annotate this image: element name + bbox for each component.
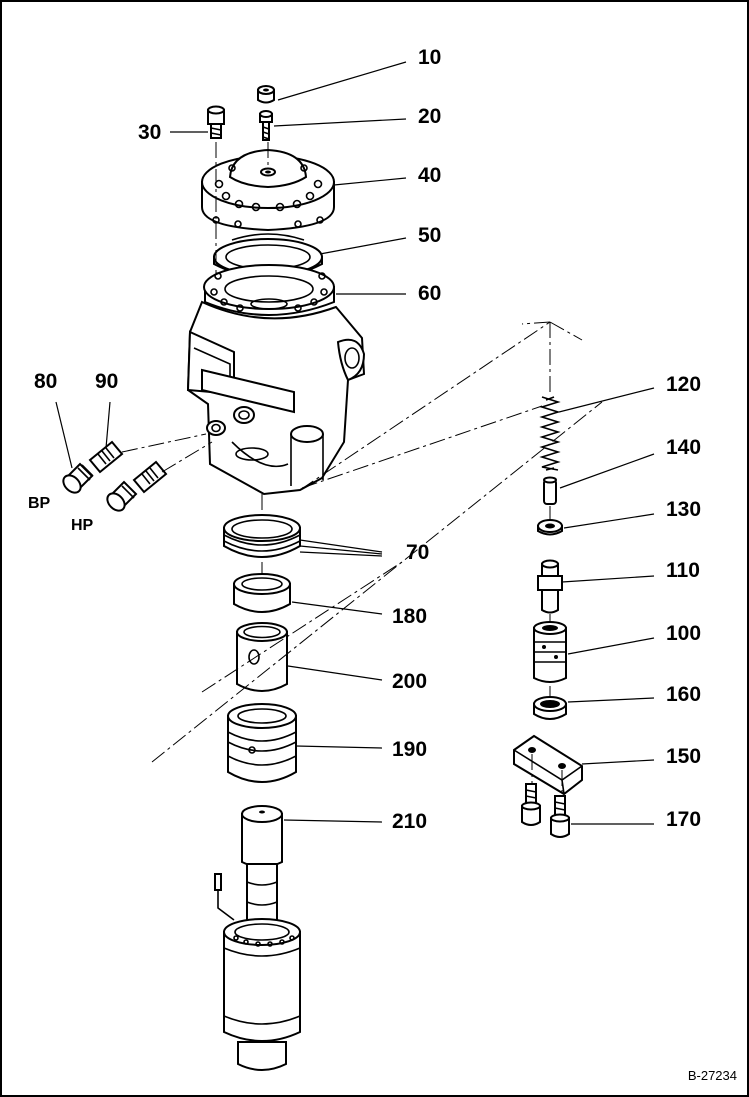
callout-50: 50 bbox=[418, 224, 442, 247]
part-90-fitting-bp bbox=[88, 440, 124, 474]
callout-90: 90 bbox=[95, 370, 119, 393]
callout-140: 140 bbox=[666, 436, 702, 459]
part-80-port-cap-hp bbox=[106, 480, 138, 512]
callout-110: 110 bbox=[666, 559, 700, 582]
part-40-cover-flange bbox=[201, 148, 335, 232]
callout-210: 210 bbox=[392, 810, 428, 833]
part-170-screws bbox=[521, 783, 570, 838]
part-120-spring bbox=[539, 396, 561, 471]
part-30-cap-screw bbox=[207, 105, 225, 139]
callout-10: 10 bbox=[418, 46, 442, 69]
callout-20: 20 bbox=[418, 105, 442, 128]
part-130-washer bbox=[537, 519, 563, 536]
part-200-sleeve bbox=[236, 622, 288, 692]
callout-40: 40 bbox=[418, 164, 442, 187]
callout-170: 170 bbox=[666, 808, 702, 831]
callout-80: 80 bbox=[34, 370, 58, 393]
part-210-plunger bbox=[214, 805, 301, 1071]
callout-190: 190 bbox=[392, 738, 428, 761]
part-150-clamp-plate bbox=[513, 734, 583, 796]
callout-100: 100 bbox=[666, 622, 702, 645]
part-80-port-cap-bp bbox=[62, 462, 94, 494]
callout-60: 60 bbox=[418, 282, 442, 305]
part-100-cartridge bbox=[533, 621, 567, 683]
part-110-poppet bbox=[537, 559, 563, 614]
part-180-bushing bbox=[233, 573, 291, 613]
port-label-hp: HP bbox=[71, 517, 94, 534]
part-10-plug bbox=[257, 85, 275, 104]
part-90-fitting-hp bbox=[132, 460, 168, 494]
part-60-housing bbox=[186, 264, 366, 496]
callout-130: 130 bbox=[666, 498, 702, 521]
part-190-piston bbox=[227, 703, 297, 783]
callout-160: 160 bbox=[666, 683, 702, 706]
callout-150: 150 bbox=[666, 745, 702, 768]
port-label-bp: BP bbox=[28, 495, 51, 512]
callout-200: 200 bbox=[392, 670, 428, 693]
callout-70: 70 bbox=[406, 541, 430, 564]
figure-id: B-27234 bbox=[687, 1068, 737, 1083]
callout-120: 120 bbox=[666, 373, 702, 396]
part-70-rings bbox=[223, 514, 301, 558]
callout-30: 30 bbox=[138, 121, 162, 144]
part-160-seal bbox=[533, 696, 567, 720]
leader-lines bbox=[55, 61, 655, 825]
callout-180: 180 bbox=[392, 605, 428, 628]
part-140-pin bbox=[543, 476, 557, 505]
part-20-screw bbox=[259, 110, 273, 141]
assembly-center-lines bbox=[121, 142, 603, 796]
